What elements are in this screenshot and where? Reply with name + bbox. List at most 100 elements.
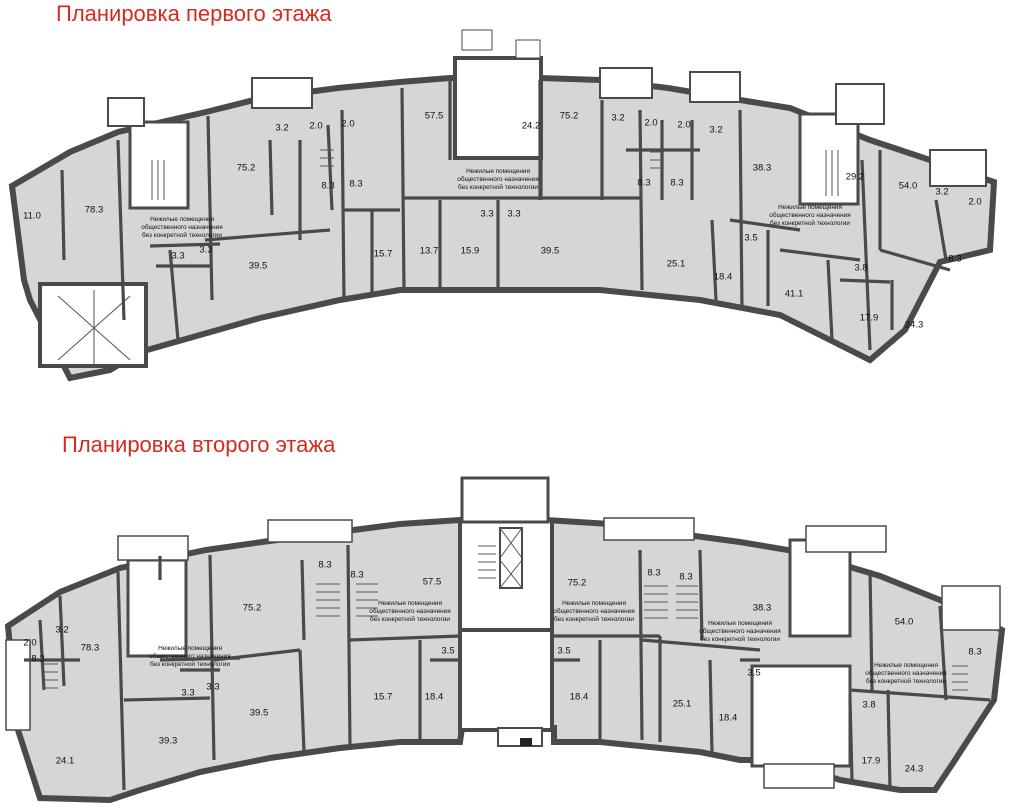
room-area-label: 41.1 bbox=[785, 289, 804, 300]
room-area-label: 24.3 bbox=[905, 764, 924, 775]
floor2-hall-center bbox=[458, 628, 554, 732]
room-area-label: 3.5 bbox=[441, 646, 454, 657]
room-area-label: 17.9 bbox=[860, 313, 879, 324]
room-area-label: 39.5 bbox=[249, 261, 268, 272]
floor2-hall-right bbox=[750, 664, 852, 768]
room-area-label: 3.2 bbox=[935, 187, 948, 198]
floor1-building-outline bbox=[8, 75, 998, 382]
floor1-balcony bbox=[107, 97, 145, 127]
room-area-label: 75.2 bbox=[568, 578, 587, 589]
floor1-stair-core-left bbox=[128, 120, 190, 210]
svg-text:без конкретной технологии: без конкретной технологии bbox=[700, 635, 780, 643]
room-area-label: 57.5 bbox=[425, 111, 444, 122]
room-area-label: 3.5 bbox=[557, 646, 570, 657]
floor1-note-left: Нежилые помещения общественного назначен… bbox=[141, 216, 223, 239]
room-area-label: 8.3 bbox=[637, 178, 650, 189]
room-area-label: 8.3 bbox=[670, 178, 683, 189]
svg-text:без конкретной технологии: без конкретной технологии bbox=[150, 660, 230, 668]
room-area-label: 3.8 bbox=[862, 700, 875, 711]
floor1-stair-hatch bbox=[515, 39, 541, 59]
svg-text:общественного назначения: общественного назначения bbox=[457, 175, 539, 183]
floor1-note-right: Нежилые помещения общественного назначен… bbox=[769, 204, 851, 227]
floor1-stair-hatch bbox=[461, 29, 493, 51]
room-area-label: 38.3 bbox=[753, 163, 772, 174]
room-area-label: 2.0 bbox=[341, 119, 354, 130]
floor2-plan: 2.0 3.2 8.3 78.3 24.1 3.3 3.3 39.3 75.2 … bbox=[4, 476, 1006, 804]
floor1-title: Планировка первого этажа bbox=[56, 1, 332, 26]
floor2-note-right: Нежилые помещения общественного назначен… bbox=[865, 662, 947, 685]
room-area-label: 18.4 bbox=[570, 692, 589, 703]
room-area-label: 3.3 bbox=[507, 209, 520, 220]
room-area-label: 24.1 bbox=[56, 756, 75, 767]
svg-text:без конкретной технологии: без конкретной технологии bbox=[142, 231, 222, 239]
room-area-label: 57.5 bbox=[423, 577, 442, 588]
room-area-label: 3.3 bbox=[171, 251, 184, 262]
floor2-balcony bbox=[117, 535, 189, 561]
room-area-label: 3.5 bbox=[744, 233, 757, 244]
room-area-label: 18.4 bbox=[425, 692, 444, 703]
room-area-label: 2.0 bbox=[23, 638, 36, 649]
room-area-label: 2.0 bbox=[309, 121, 322, 132]
svg-text:общественного назначения: общественного назначения bbox=[141, 223, 223, 231]
room-area-label: 8.3 bbox=[679, 572, 692, 583]
room-area-label: 54.0 bbox=[895, 617, 914, 628]
floor1-note-center: Нежилые помещения общественного назначен… bbox=[457, 168, 539, 191]
svg-text:Нежилые помещения: Нежилые помещения bbox=[378, 600, 442, 607]
room-area-label: 3.2 bbox=[611, 113, 624, 124]
floor2-note-center-left: Нежилые помещения общественного назначен… bbox=[369, 600, 451, 623]
floor2-balcony bbox=[5, 639, 31, 731]
floor2-note-right-mid: Нежилые помещения общественного назначен… bbox=[699, 620, 781, 643]
room-area-label: 29.2 bbox=[846, 172, 865, 183]
floor2-entrance-door bbox=[520, 738, 532, 746]
room-area-label: 8.3 bbox=[31, 654, 44, 665]
floor2-title: Планировка второго этажа bbox=[62, 432, 336, 457]
room-area-label: 3.2 bbox=[55, 625, 68, 636]
svg-text:общественного назначения: общественного назначения bbox=[865, 669, 947, 677]
room-area-label: 3.8 bbox=[854, 263, 867, 274]
floor1-balcony bbox=[689, 71, 741, 103]
room-area-label: 2.0 bbox=[968, 197, 981, 208]
room-area-label: 8.3 bbox=[318, 560, 331, 571]
floor2-note-center-right: Нежилые помещения общественного назначен… bbox=[553, 600, 635, 623]
floor2-balcony bbox=[267, 519, 353, 543]
room-area-label: 8.3 bbox=[948, 254, 961, 265]
svg-text:общественного назначения: общественного назначения bbox=[149, 652, 231, 660]
floor2-porch-right bbox=[763, 763, 835, 789]
svg-text:Нежилые помещения: Нежилые помещения bbox=[158, 645, 222, 652]
room-area-label: 17.9 bbox=[862, 756, 881, 767]
room-area-label: 54.0 bbox=[899, 181, 918, 192]
room-area-label: 25.1 bbox=[673, 699, 692, 710]
room-area-label: 2.0 bbox=[677, 120, 690, 131]
floor2-balcony bbox=[941, 585, 1001, 631]
room-area-label: 78.3 bbox=[81, 643, 100, 654]
floor1-balcony bbox=[835, 83, 885, 125]
svg-text:общественного назначения: общественного назначения bbox=[553, 607, 635, 615]
svg-text:без конкретной технологии: без конкретной технологии bbox=[770, 219, 850, 227]
svg-text:общественного назначения: общественного назначения bbox=[769, 211, 851, 219]
room-area-label: 8.3 bbox=[321, 181, 334, 192]
room-area-label: 3.3 bbox=[206, 682, 219, 693]
room-area-label: 3.3 bbox=[480, 209, 493, 220]
room-area-label: 75.2 bbox=[237, 163, 256, 174]
room-area-label: 39.3 bbox=[159, 736, 178, 747]
room-area-label: 18.4 bbox=[714, 272, 733, 283]
svg-text:Нежилые помещения: Нежилые помещения bbox=[562, 600, 626, 607]
floor1-balcony bbox=[599, 67, 653, 99]
room-area-label: 15.7 bbox=[374, 692, 393, 703]
room-area-label: 38.3 bbox=[753, 603, 772, 614]
room-area-label: 15.7 bbox=[374, 249, 393, 260]
room-area-label: 3.3 bbox=[199, 245, 212, 256]
room-area-label: 3.2 bbox=[709, 125, 722, 136]
svg-text:без конкретной технологии: без конкретной технологии bbox=[866, 677, 946, 685]
room-area-label: 3.3 bbox=[181, 688, 194, 699]
svg-text:без конкретной технологии: без конкретной технологии bbox=[554, 615, 634, 623]
room-area-label: 78.3 bbox=[85, 205, 104, 216]
room-area-label: 8.3 bbox=[647, 568, 660, 579]
room-area-label: 8.3 bbox=[350, 570, 363, 581]
floor1-stair-core-right bbox=[798, 112, 860, 206]
svg-text:Нежилые помещения: Нежилые помещения bbox=[708, 620, 772, 627]
svg-text:общественного назначения: общественного назначения bbox=[699, 627, 781, 635]
floor1-plan: 11.0 78.3 3.3 3.3 39.5 75.2 3.2 2.0 2.0 … bbox=[8, 29, 998, 382]
svg-text:Нежилые помещения: Нежилые помещения bbox=[150, 216, 214, 223]
